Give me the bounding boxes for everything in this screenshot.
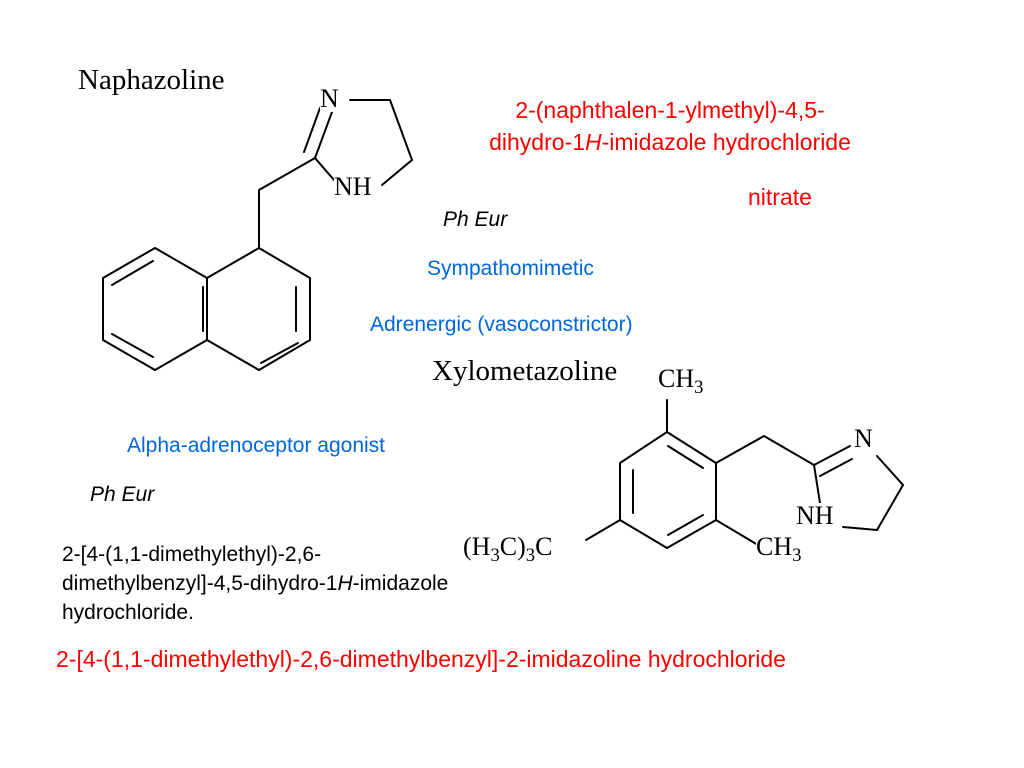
- xylometazoline-pharmacopoeia: Ph Eur: [90, 483, 155, 506]
- naphazoline-nh-atom: NH: [334, 172, 372, 201]
- naphazoline-action: Adrenergic (vasoconstrictor): [370, 313, 633, 336]
- xylometazoline-alt-name: 2-[4-(1,1-dimethylethyl)-2,6-dimethylben…: [56, 646, 786, 672]
- naphazoline-pharmacopoeia: Ph Eur: [443, 208, 508, 231]
- naphazoline-title: Naphazoline: [78, 64, 225, 96]
- xylometazoline-iupac-line1: 2-[4-(1,1-dimethylethyl)-2,6-: [62, 543, 322, 566]
- xylometazoline-iupac-line3: hydrochloride.: [62, 601, 194, 624]
- naphazoline-n-atom: N: [320, 84, 339, 113]
- xylometazoline-tert-butyl: (H3C)3C: [463, 532, 553, 566]
- naphazoline-iupac-line1: 2-(naphthalen-1-ylmethyl)-4,5-: [515, 97, 825, 123]
- xylometazoline-title: Xylometazoline: [432, 355, 618, 388]
- naphazoline-salt: nitrate: [748, 184, 812, 210]
- xylometazoline-nh-atom: NH: [796, 501, 834, 530]
- xylometazoline-class: Alpha-adrenoceptor agonist: [127, 434, 386, 457]
- naphazoline-class: Sympathomimetic: [427, 257, 594, 280]
- naphazoline-iupac-line2: dihydro-1H-imidazole hydrochloride: [489, 129, 851, 155]
- xylometazoline-ch3-top: CH3: [658, 364, 704, 398]
- xylometazoline-ch3-bottom: CH3: [756, 532, 802, 566]
- xylometazoline-n-atom: N: [854, 424, 873, 453]
- naphazoline-structure: [102, 99, 413, 371]
- xylometazoline-iupac-line2: dimethylbenzyl]-4,5-dihydro-1H-imidazole: [62, 572, 449, 595]
- naphazoline-iupac-name: 2-(naphthalen-1-ylmethyl)-4,5- dihydro-1…: [430, 94, 910, 158]
- xylometazoline-structure: [585, 399, 904, 549]
- xylometazoline-iupac-name: 2-[4-(1,1-dimethylethyl)-2,6- dimethylbe…: [62, 540, 448, 627]
